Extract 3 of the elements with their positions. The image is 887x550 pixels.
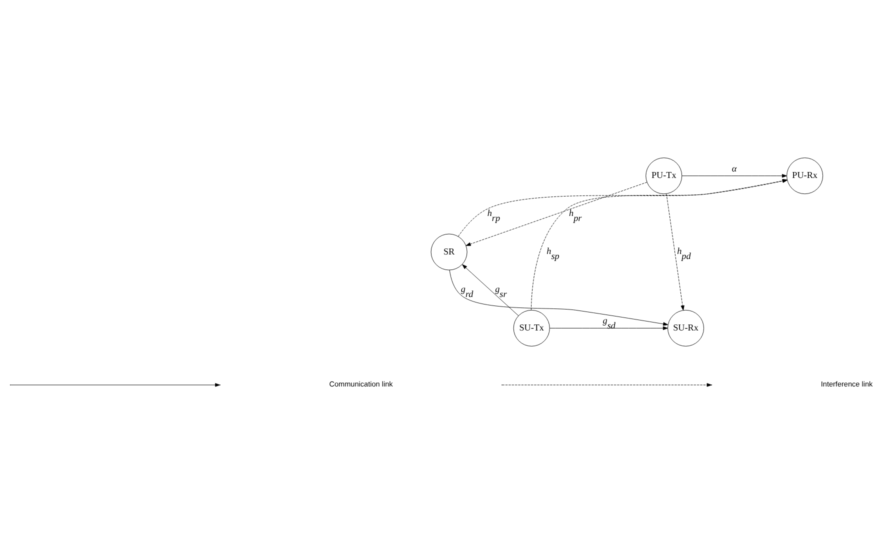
edge-label: α: [732, 162, 737, 173]
legend-label: Communication link: [329, 379, 393, 388]
legend-label: Interference link: [820, 379, 873, 388]
